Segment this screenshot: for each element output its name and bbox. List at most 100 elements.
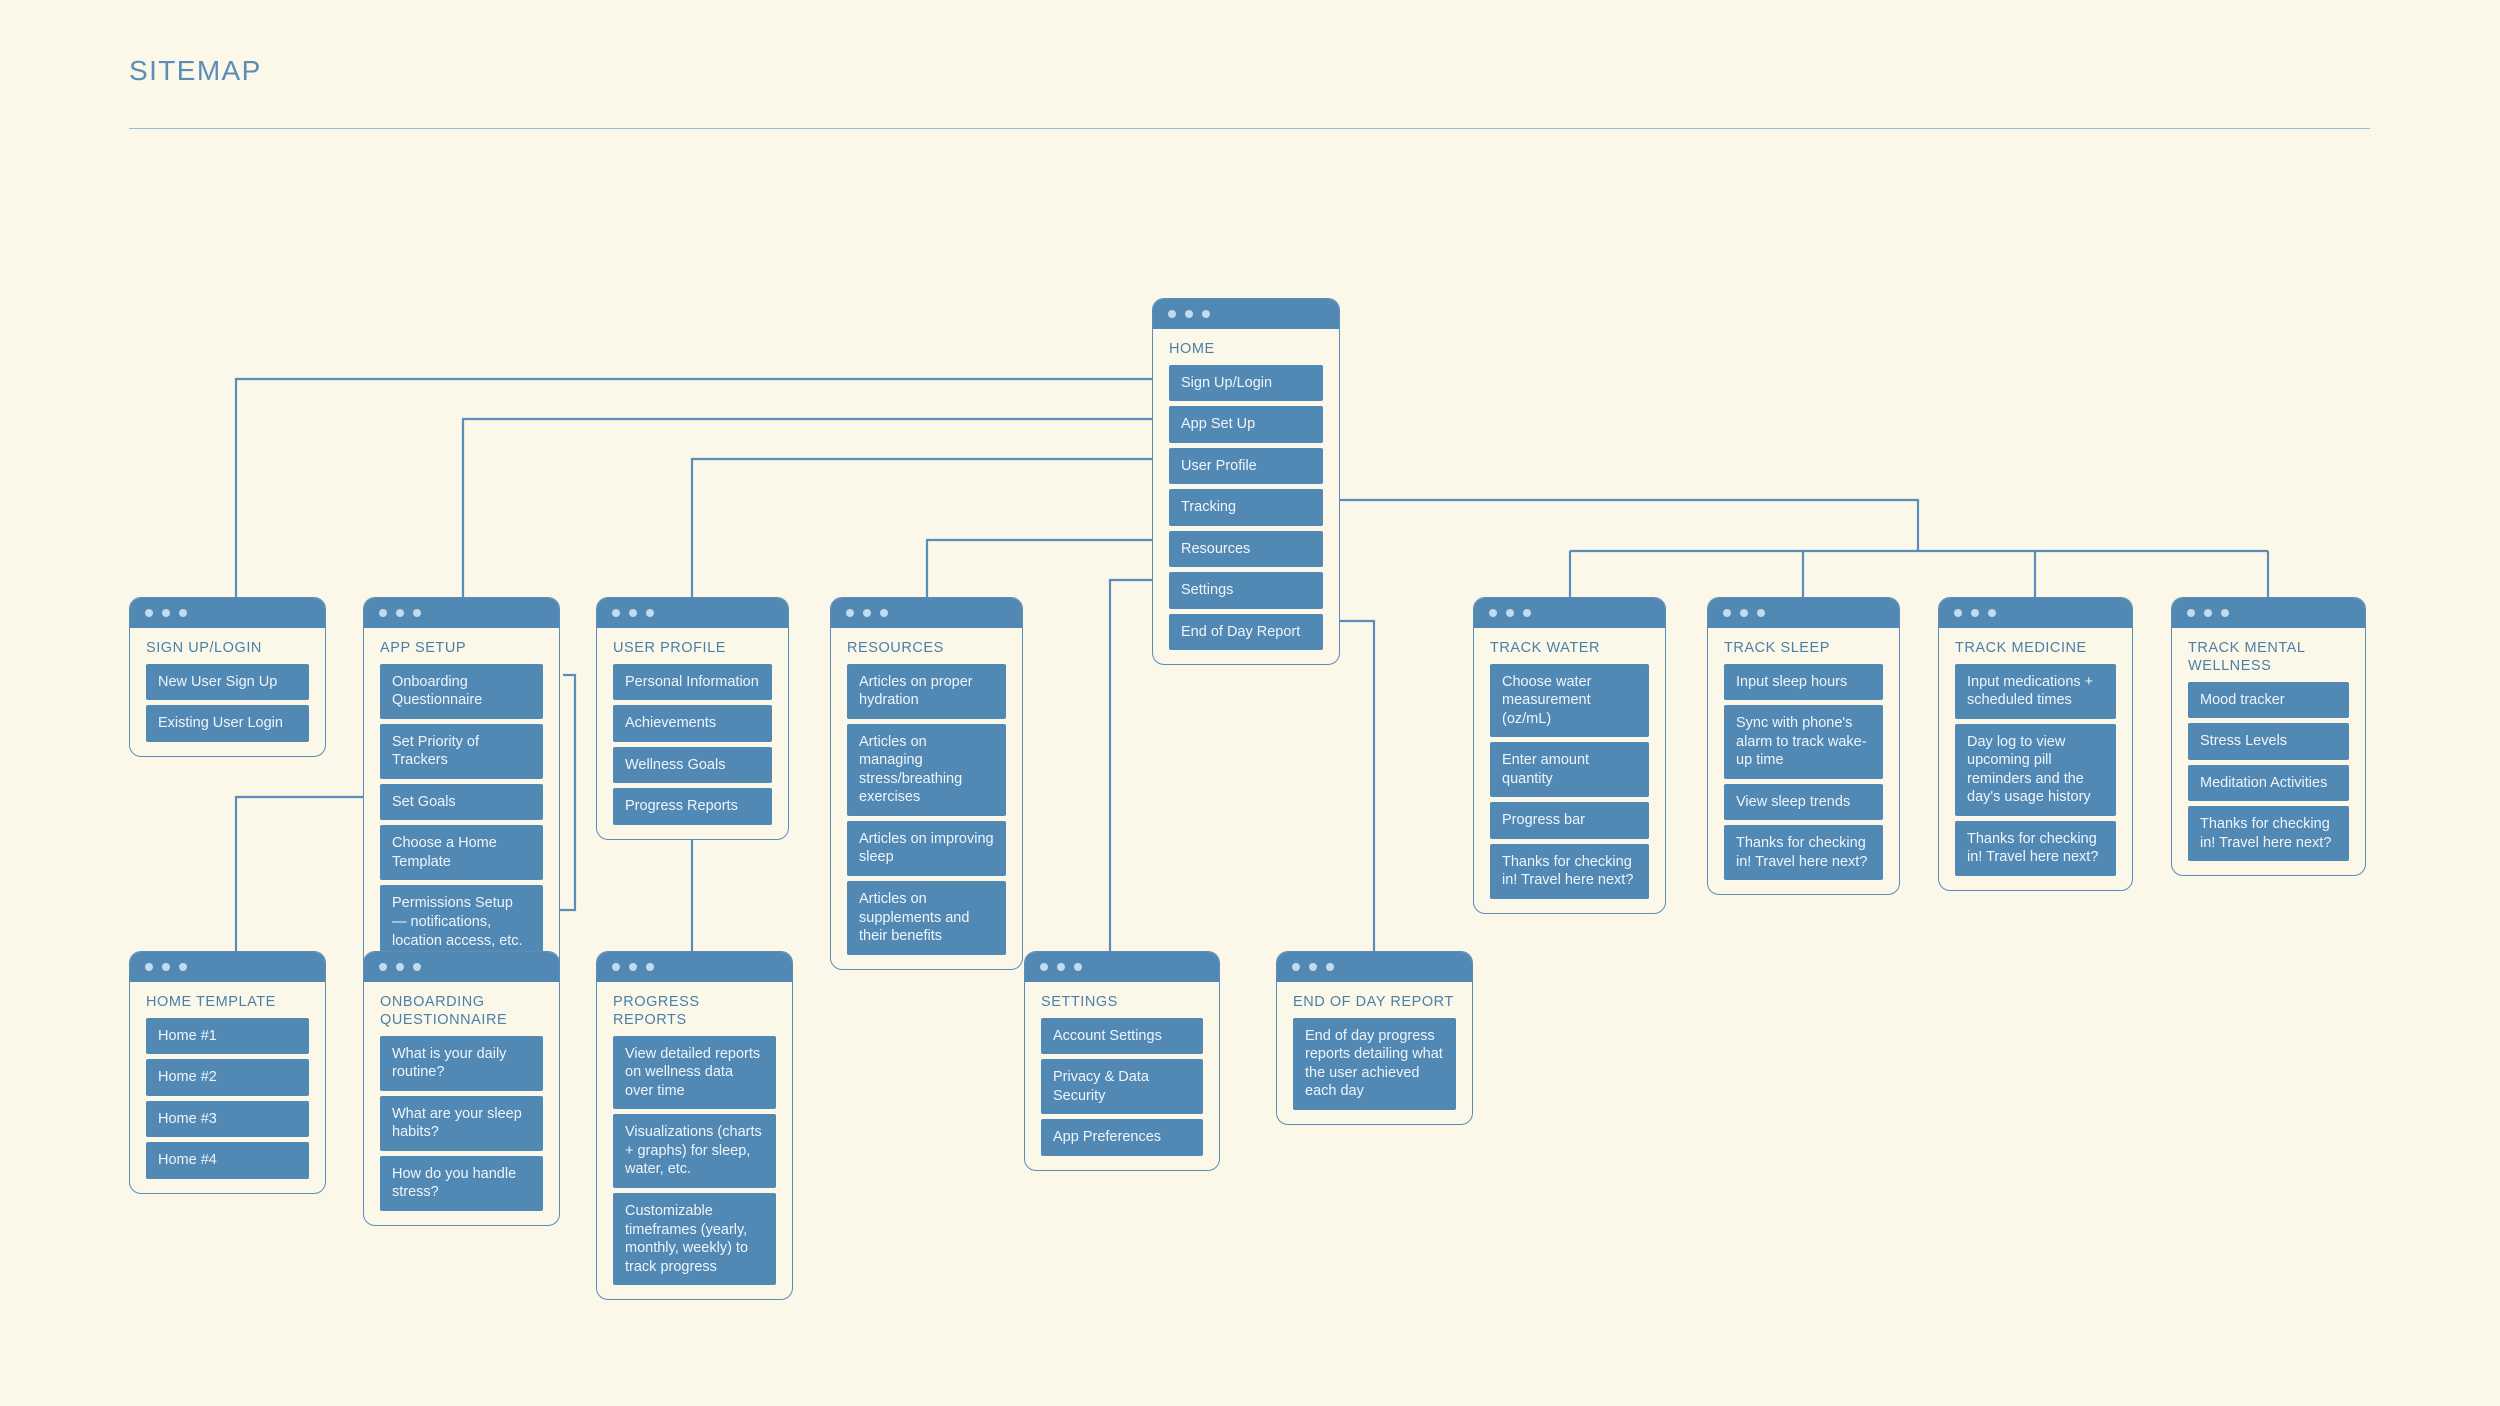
- window-dot-icon: [845, 608, 854, 617]
- item-meditation-activities[interactable]: Meditation Activities: [2188, 764, 2349, 802]
- item-articles-supplements[interactable]: Articles on supplements and their benefi…: [847, 881, 1006, 955]
- item-progress-bar[interactable]: Progress bar: [1490, 802, 1649, 839]
- item-articles-sleep[interactable]: Articles on improving sleep: [847, 820, 1006, 876]
- item-customizable-timeframes[interactable]: Customizable timeframes (yearly, monthly…: [613, 1193, 776, 1286]
- item-app-set-up[interactable]: App Set Up: [1169, 406, 1323, 443]
- item-thanks-for-checking-in[interactable]: Thanks for checking in! Travel here next…: [1490, 843, 1649, 899]
- card-titlebar: [1708, 598, 1899, 628]
- window-dot-icon: [1987, 608, 1996, 617]
- card-user-profile[interactable]: USER PROFILE Personal Information Achiev…: [596, 597, 789, 840]
- card-titlebar: [1939, 598, 2132, 628]
- window-dot-icon: [395, 608, 404, 617]
- window-dot-icon: [1056, 962, 1065, 971]
- item-achievements[interactable]: Achievements: [613, 705, 772, 742]
- card-track-sleep[interactable]: TRACK SLEEP Input sleep hours Sync with …: [1707, 597, 1900, 896]
- card-resources[interactable]: RESOURCES Articles on proper hydration A…: [830, 597, 1023, 970]
- card-track-water[interactable]: TRACK WATER Choose water measurement (oz…: [1473, 597, 1666, 914]
- wire-resources: [925, 538, 1152, 597]
- item-privacy-data-security[interactable]: Privacy & Data Security: [1041, 1059, 1203, 1115]
- item-view-sleep-trends[interactable]: View sleep trends: [1724, 783, 1883, 821]
- card-title: PROGRESS REPORTS: [613, 993, 700, 1028]
- item-permissions-setup[interactable]: Permissions Setup — notifications, locat…: [380, 885, 543, 960]
- item-day-log-pill-reminders[interactable]: Day log to view upcoming pill reminders …: [1955, 723, 2116, 816]
- item-home-1[interactable]: Home #1: [146, 1017, 309, 1055]
- card-title: END OF DAY REPORT: [1293, 993, 1454, 1010]
- item-choose-water-measurement[interactable]: Choose water measurement (oz/mL): [1490, 663, 1649, 738]
- item-progress-reports[interactable]: Progress Reports: [613, 788, 772, 825]
- item-thanks-for-checking-in[interactable]: Thanks for checking in! Travel here next…: [2188, 806, 2349, 862]
- item-end-of-day-progress-reports[interactable]: End of day progress reports detailing wh…: [1293, 1017, 1456, 1110]
- item-sign-up-login[interactable]: Sign Up/Login: [1169, 364, 1323, 402]
- card-end-of-day-report[interactable]: END OF DAY REPORT End of day progress re…: [1276, 951, 1473, 1125]
- item-new-user-sign-up[interactable]: New User Sign Up: [146, 663, 309, 701]
- card-track-mental-wellness[interactable]: TRACK MENTAL WELLNESS Mood tracker Stres…: [2171, 597, 2366, 877]
- item-articles-stress[interactable]: Articles on managing stress/breathing ex…: [847, 723, 1006, 816]
- item-sync-phone-alarm[interactable]: Sync with phone's alarm to track wake-up…: [1724, 705, 1883, 779]
- item-sleep-habits-question[interactable]: What are your sleep habits?: [380, 1095, 543, 1151]
- card-titlebar: [130, 597, 325, 628]
- window-dot-icon: [611, 962, 620, 971]
- item-articles-hydration[interactable]: Articles on proper hydration: [847, 663, 1006, 719]
- card-sign-up-login[interactable]: SIGN UP/LOGIN New User Sign Up Existing …: [129, 597, 326, 757]
- item-handle-stress-question[interactable]: How do you handle stress?: [380, 1155, 543, 1212]
- item-existing-user-login[interactable]: Existing User Login: [146, 705, 309, 742]
- window-dot-icon: [1488, 608, 1497, 617]
- card-title: SETTINGS: [1041, 993, 1118, 1010]
- card-home[interactable]: HOME Sign Up/Login App Set Up User Profi…: [1152, 298, 1340, 666]
- card-titlebar: [1277, 951, 1472, 982]
- item-input-medications[interactable]: Input medications + scheduled times: [1955, 663, 2116, 719]
- card-items: Input medications + scheduled times Day …: [1939, 663, 2132, 876]
- item-tracking[interactable]: Tracking: [1169, 489, 1323, 526]
- item-settings[interactable]: Settings: [1169, 572, 1323, 609]
- item-home-4[interactable]: Home #4: [146, 1142, 309, 1179]
- item-resources[interactable]: Resources: [1169, 530, 1323, 568]
- item-daily-routine-question[interactable]: What is your daily routine?: [380, 1035, 543, 1091]
- card-titlebar: [2172, 598, 2365, 628]
- item-set-goals[interactable]: Set Goals: [380, 783, 543, 821]
- item-enter-amount-quantity[interactable]: Enter amount quantity: [1490, 742, 1649, 798]
- item-choose-a-home-template[interactable]: Choose a Home Template: [380, 825, 543, 881]
- window-dot-icon: [395, 962, 404, 971]
- item-user-profile[interactable]: User Profile: [1169, 447, 1323, 485]
- card-titlebar: [364, 952, 559, 982]
- card-items: Mood tracker Stress Levels Meditation Ac…: [2172, 681, 2365, 862]
- window-dot-icon: [1970, 608, 1979, 617]
- window-dot-icon: [628, 608, 637, 617]
- card-titlebar: [597, 952, 792, 982]
- window-dot-icon: [1308, 962, 1317, 971]
- item-thanks-for-checking-in[interactable]: Thanks for checking in! Travel here next…: [1955, 820, 2116, 876]
- card-track-medicine[interactable]: TRACK MEDICINE Input medications + sched…: [1938, 597, 2133, 891]
- card-items: Choose water measurement (oz/mL) Enter a…: [1474, 663, 1665, 899]
- item-visualizations[interactable]: Visualizations (charts + graphs) for sle…: [613, 1114, 776, 1189]
- item-app-preferences[interactable]: App Preferences: [1041, 1119, 1203, 1156]
- card-title: APP SETUP: [380, 639, 467, 656]
- card-app-setup[interactable]: APP SETUP Onboarding Questionnaire Set P…: [363, 597, 560, 975]
- card-settings[interactable]: SETTINGS Account Settings Privacy & Data…: [1024, 951, 1220, 1171]
- item-home-2[interactable]: Home #2: [146, 1059, 309, 1096]
- window-dot-icon: [378, 608, 387, 617]
- window-dot-icon: [2186, 608, 2195, 617]
- card-progress-reports[interactable]: PROGRESS REPORTS View detailed reports o…: [596, 951, 793, 1301]
- window-dot-icon: [2220, 608, 2229, 617]
- item-home-3[interactable]: Home #3: [146, 1100, 309, 1138]
- card-onboarding-questionnaire[interactable]: ONBOARDING QUESTIONNAIRE What is your da…: [363, 951, 560, 1227]
- item-account-settings[interactable]: Account Settings: [1041, 1017, 1203, 1055]
- item-personal-information[interactable]: Personal Information: [613, 663, 772, 701]
- item-view-detailed-reports[interactable]: View detailed reports on wellness data o…: [613, 1035, 776, 1110]
- card-title: TRACK SLEEP: [1724, 639, 1830, 656]
- item-set-priority-of-trackers[interactable]: Set Priority of Trackers: [380, 723, 543, 779]
- item-end-of-day-report[interactable]: End of Day Report: [1169, 613, 1323, 651]
- item-stress-levels[interactable]: Stress Levels: [2188, 723, 2349, 760]
- card-home-template[interactable]: HOME TEMPLATE Home #1 Home #2 Home #3 Ho…: [129, 951, 326, 1194]
- item-thanks-for-checking-in[interactable]: Thanks for checking in! Travel here next…: [1724, 825, 1883, 881]
- window-dot-icon: [1505, 608, 1514, 617]
- card-items: View detailed reports on wellness data o…: [597, 1035, 792, 1286]
- item-onboarding-questionnaire[interactable]: Onboarding Questionnaire: [380, 663, 543, 719]
- window-dot-icon: [862, 608, 871, 617]
- card-titlebar: [1474, 598, 1665, 628]
- item-input-sleep-hours[interactable]: Input sleep hours: [1724, 663, 1883, 701]
- window-dot-icon: [412, 962, 421, 971]
- item-wellness-goals[interactable]: Wellness Goals: [613, 746, 772, 784]
- item-mood-tracker[interactable]: Mood tracker: [2188, 681, 2349, 719]
- card-items: Account Settings Privacy & Data Security…: [1025, 1017, 1219, 1156]
